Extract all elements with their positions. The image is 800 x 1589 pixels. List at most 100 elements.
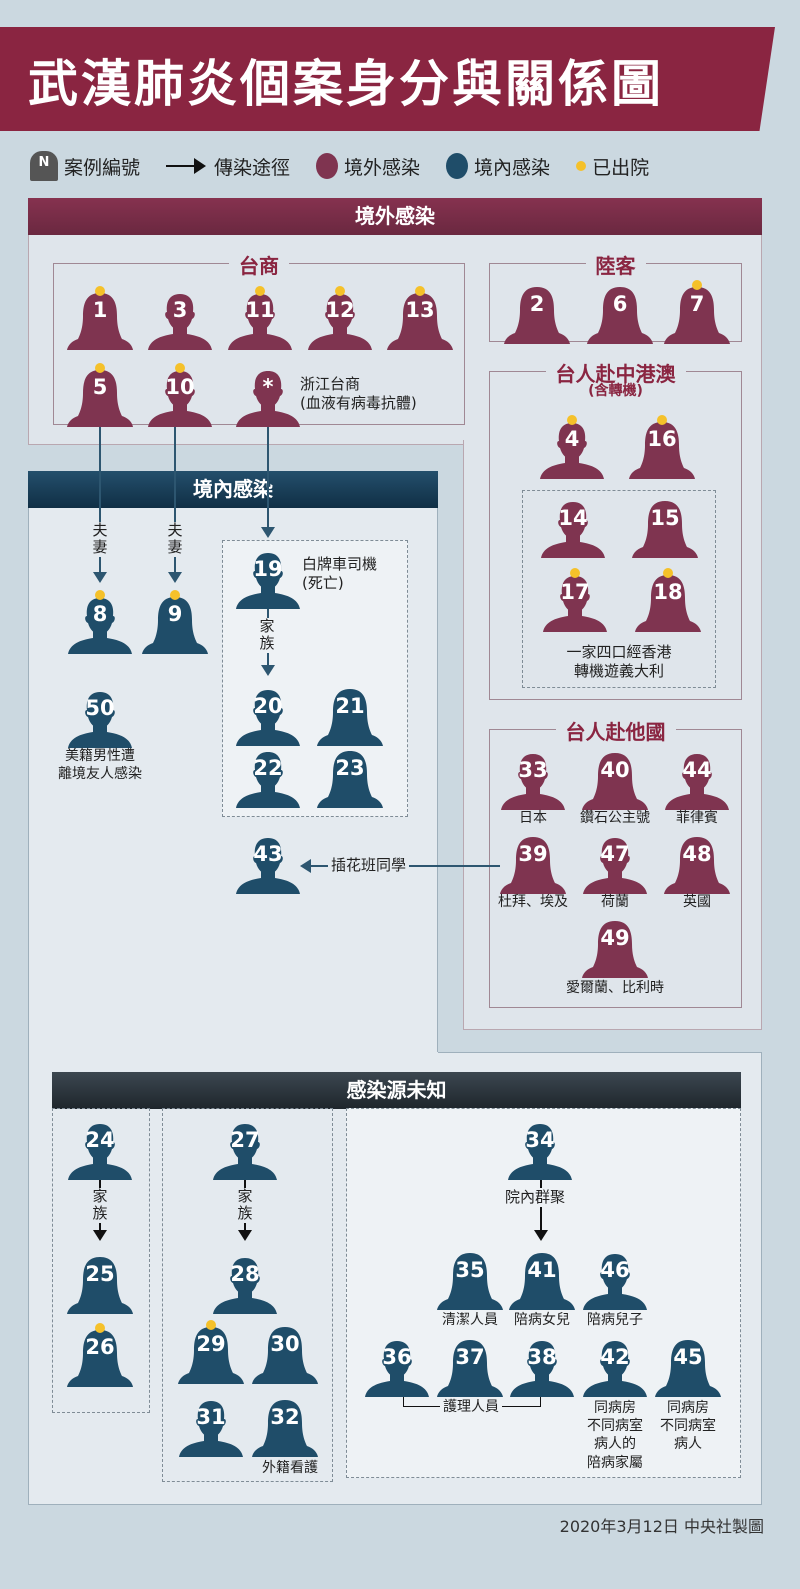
unknown-header: 感染源未知 [52, 1072, 741, 1109]
case-15-person-icon: 15 [631, 498, 699, 558]
case-35-person-icon: 35 [436, 1250, 504, 1310]
male-silhouette-icon [213, 1258, 277, 1314]
female-silhouette-icon [317, 751, 383, 808]
case-number: 48 [682, 842, 712, 866]
case-36-person-icon: 36 [363, 1337, 431, 1397]
discharged-dot-icon [576, 161, 587, 171]
male-silhouette-icon [665, 754, 729, 810]
case-45-person-icon: 45 [654, 1337, 722, 1397]
case-2-person-icon: 2 [503, 284, 571, 344]
male-silhouette-icon [510, 1341, 574, 1397]
male-silhouette-icon [213, 1124, 277, 1180]
arrow-icon [166, 158, 207, 174]
male-silhouette-icon [365, 1341, 429, 1397]
case-number: 21 [335, 694, 365, 718]
family-label-19: 家族 [258, 617, 276, 653]
case-number: 2 [529, 292, 545, 316]
son-label: 陪病兒子 [587, 1312, 643, 1328]
male-silhouette-icon [583, 1341, 647, 1397]
male-silhouette-icon [68, 598, 132, 654]
case-22-person-icon: 22 [234, 748, 302, 808]
family-label-27: 家族 [236, 1187, 254, 1223]
case-number: 19 [253, 557, 283, 581]
case-9-person-icon: 9 [141, 590, 209, 654]
female-silhouette-icon [437, 1340, 503, 1397]
hospital-cluster-label: 院內群聚 [505, 1188, 566, 1207]
discharged-dot-icon [255, 286, 265, 296]
case-number: 33 [518, 758, 548, 782]
case-25-person-icon: 25 [66, 1254, 134, 1314]
case-5-person-icon: 5 [66, 363, 134, 427]
case-number: 44 [682, 758, 712, 782]
discharged-dot-icon [95, 1323, 105, 1333]
case-number: 40 [600, 758, 630, 782]
female-silhouette-icon [317, 689, 383, 746]
case-number: 17 [560, 580, 590, 604]
label-ireland: 愛爾蘭、比利時 [566, 980, 664, 996]
male-silhouette-icon [236, 752, 300, 808]
discharged-dot-icon [206, 1320, 216, 1330]
case-number: 23 [335, 756, 365, 780]
case-number: 25 [85, 1262, 115, 1286]
case-number: 26 [85, 1335, 115, 1359]
female-silhouette-icon [629, 422, 695, 479]
case-11-person-icon: 11 [226, 286, 294, 350]
legend-local: 境內感染 [474, 156, 551, 179]
case-27-person-icon: 27 [211, 1120, 279, 1180]
label-uk: 英國 [683, 894, 711, 910]
case-14-person-icon: 14 [539, 498, 607, 558]
case-3-person-icon: 3 [146, 290, 214, 350]
spouse-label-2: 夫妻 [166, 521, 184, 557]
case-number: 4 [564, 427, 580, 451]
discharged-dot-icon [570, 568, 580, 578]
case-1-person-icon: 1 [66, 286, 134, 350]
case-number: 46 [600, 1258, 630, 1282]
male-silhouette-icon [583, 838, 647, 894]
us-male-label: 美籍男性遭離境友人感染 [58, 748, 142, 782]
label-diamond: 鑽石公主號 [580, 810, 650, 826]
case-19-person-icon: 19 [234, 549, 302, 609]
male-silhouette-icon [148, 294, 212, 350]
case-number: 43 [253, 842, 283, 866]
label-japan: 日本 [519, 810, 547, 826]
case-16-person-icon: 16 [628, 415, 696, 479]
case-number: 10 [165, 375, 195, 399]
label-philippines: 菲律賓 [676, 810, 718, 826]
case-number: 30 [270, 1332, 300, 1356]
case-42-person-icon: 42 [581, 1337, 649, 1397]
female-silhouette-icon [437, 1253, 503, 1310]
legend-discharged: 已出院 [592, 156, 650, 179]
case-13-person-icon: 13 [386, 286, 454, 350]
female-silhouette-icon [582, 921, 648, 978]
local-dot-icon [446, 153, 469, 179]
female-silhouette-icon [664, 287, 730, 344]
local-header: 境內感染 [28, 471, 438, 508]
female-silhouette-icon [500, 837, 566, 894]
case-33-person-icon: 33 [499, 750, 567, 810]
female-silhouette-icon [387, 293, 453, 350]
case-number: 31 [196, 1405, 226, 1429]
case-number: 6 [612, 292, 628, 316]
case-number: 24 [85, 1128, 115, 1152]
case-number: 28 [230, 1262, 260, 1286]
group-luke: 陸客 [489, 254, 742, 342]
case-number: * [262, 375, 274, 399]
case-number: 15 [650, 506, 680, 530]
case-48-person-icon: 48 [663, 834, 731, 894]
female-silhouette-icon [504, 287, 570, 344]
discharged-dot-icon [95, 363, 105, 373]
imported-dot-icon [316, 153, 339, 179]
male-silhouette-icon [543, 576, 607, 632]
case-number: 3 [172, 298, 188, 322]
discharged-dot-icon [335, 286, 345, 296]
case-49-person-icon: 49 [581, 918, 649, 978]
group-other-countries: 台人赴他國 [489, 720, 742, 1008]
discharged-dot-icon [663, 568, 673, 578]
case-zhejiang-person-icon: * [234, 367, 302, 427]
discharged-dot-icon [567, 415, 577, 425]
case-40-person-icon: 40 [581, 750, 649, 810]
female-silhouette-icon [67, 370, 133, 427]
case-12-person-icon: 12 [306, 286, 374, 350]
discharged-dot-icon [95, 590, 105, 600]
case-number: 35 [455, 1258, 485, 1282]
